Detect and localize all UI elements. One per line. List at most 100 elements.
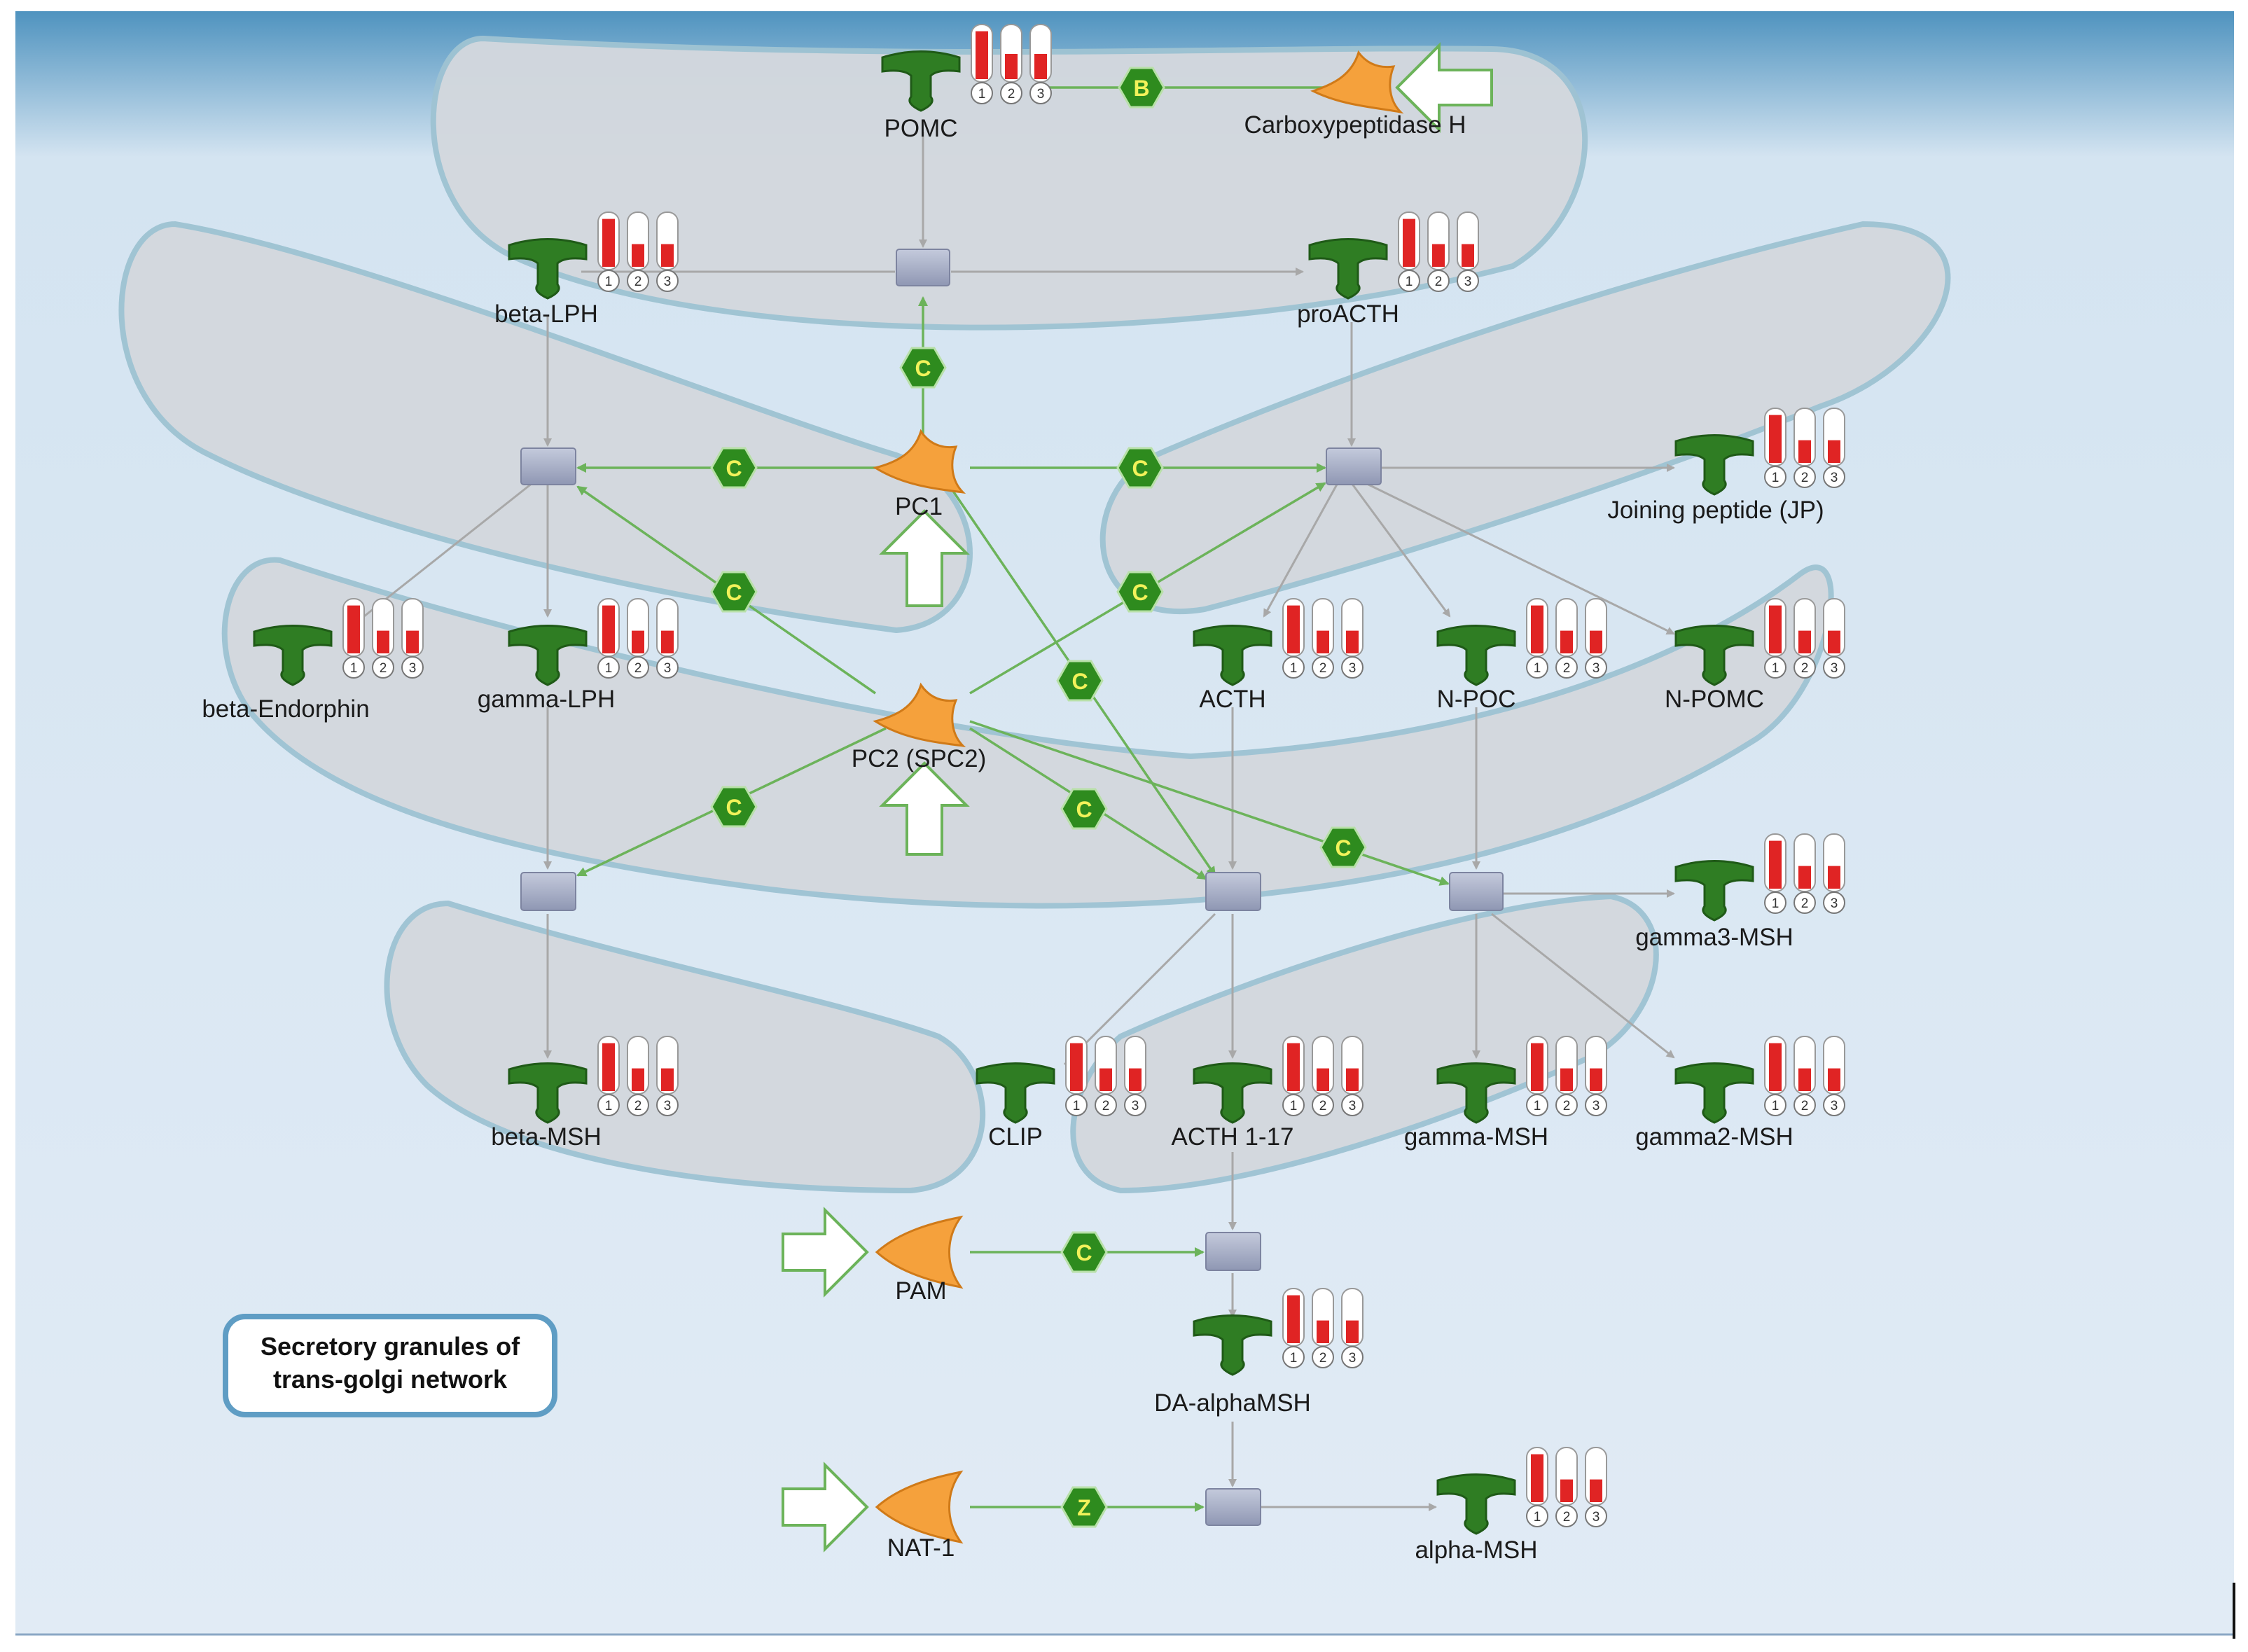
protein-icon: [1193, 1314, 1272, 1376]
enzyme-nat1[interactable]: [875, 1470, 964, 1544]
thermometer: 1: [1065, 1036, 1088, 1116]
thermometer: 2: [1555, 1447, 1578, 1527]
thermometer-number: 2: [1319, 661, 1327, 676]
thermometer-number: 3: [1593, 1510, 1600, 1525]
granule-4: [221, 557, 1834, 909]
enzyme-label: PC1: [895, 493, 943, 520]
thermometer-number: 3: [1593, 661, 1600, 676]
thermometer-number: 3: [1132, 1099, 1139, 1113]
region-label-line-1: Secretory granules of: [261, 1332, 520, 1361]
reaction-node[interactable]: [520, 872, 576, 911]
thermometer-number: 3: [664, 275, 672, 289]
thermometer: 3: [1124, 1036, 1146, 1116]
thermometer-number: 1: [1290, 1351, 1298, 1366]
thermometer: 1: [1526, 1036, 1548, 1116]
thermometer: 1: [1282, 1288, 1305, 1368]
reaction-node[interactable]: [1205, 872, 1261, 911]
thermometer: 2: [627, 211, 649, 292]
edge-node3-acth: [1263, 483, 1339, 618]
enzyme-icon: [873, 682, 966, 748]
svg-text:C: C: [1335, 835, 1351, 861]
badge-c: C: [1319, 826, 1367, 868]
thermometer-number: 3: [1831, 1099, 1838, 1113]
thermometer: 2: [372, 598, 394, 679]
reaction-node[interactable]: [520, 447, 576, 485]
svg-text:B: B: [1133, 76, 1149, 101]
thermometer: 3: [1823, 408, 1845, 488]
thermometer: 2: [627, 598, 649, 679]
thermometer: 2: [1427, 211, 1450, 292]
thermometer: 1: [1282, 1036, 1305, 1116]
reaction-node[interactable]: [1326, 447, 1382, 485]
badge-c: C: [1056, 660, 1104, 702]
thermometer: 2: [1000, 24, 1022, 104]
thermometer-number: 2: [634, 1099, 642, 1113]
enzyme-pam[interactable]: [875, 1215, 964, 1289]
protein-label: gamma-LPH: [478, 686, 615, 713]
thermometer-number: 1: [605, 661, 613, 676]
badge-z: Z: [1060, 1486, 1108, 1528]
thermometer-number: 2: [380, 661, 387, 676]
thermometer-number: 1: [1534, 1510, 1541, 1525]
edge-node3-npomc: [1365, 482, 1675, 635]
thermometer-number: 3: [409, 661, 417, 676]
thermometer-number: 3: [1831, 896, 1838, 911]
enzyme-icon: [875, 1470, 964, 1544]
thermometer-number: 2: [1563, 1099, 1571, 1113]
enzyme-pc1[interactable]: [873, 429, 966, 494]
protein-label: N-POMC: [1665, 686, 1764, 713]
protein-icon: [1436, 1473, 1516, 1535]
badge-c: C: [1116, 571, 1164, 613]
thermometer: 3: [1029, 24, 1052, 104]
badge-c: C: [710, 571, 758, 613]
enzyme-label: PAM: [895, 1277, 946, 1305]
reaction-node[interactable]: [1205, 1488, 1261, 1526]
granule-2: [118, 221, 973, 634]
reaction-node[interactable]: [1449, 872, 1504, 911]
thermometer-number: 1: [605, 1099, 613, 1113]
svg-text:C: C: [1132, 580, 1148, 605]
thermometer-number: 3: [1349, 1099, 1357, 1113]
thermometer: 1: [1764, 408, 1786, 488]
protein-icon: [1436, 625, 1516, 686]
thermometer: 2: [1793, 833, 1816, 914]
input-arrows: [782, 42, 1493, 1553]
protein-icon: [1674, 625, 1754, 686]
reaction-node[interactable]: [1205, 1232, 1261, 1271]
thermometer-number: 3: [1593, 1099, 1600, 1113]
secretory-granules: [118, 35, 1951, 1194]
thermometer-number: 2: [1801, 661, 1809, 676]
arrow-right-icon: [782, 1207, 869, 1298]
thermometer: 1: [1764, 1036, 1786, 1116]
thermometer-number: 3: [1831, 471, 1838, 485]
thermometer-number: 1: [1406, 275, 1413, 289]
enzyme-carboxypeptidase-h[interactable]: [1310, 50, 1404, 114]
thermometer-number: 3: [1831, 661, 1838, 676]
reaction-node[interactable]: [896, 249, 950, 286]
enzymes: Carboxypeptidase H PC1 PC2 (SPC2) PAM NA…: [852, 50, 1466, 1562]
thermometer-number: 1: [605, 275, 613, 289]
enzyme-pc2[interactable]: [873, 682, 966, 748]
protein-icon: [508, 238, 588, 300]
expression-thermometers: 1 2 3: [1526, 1036, 1607, 1116]
